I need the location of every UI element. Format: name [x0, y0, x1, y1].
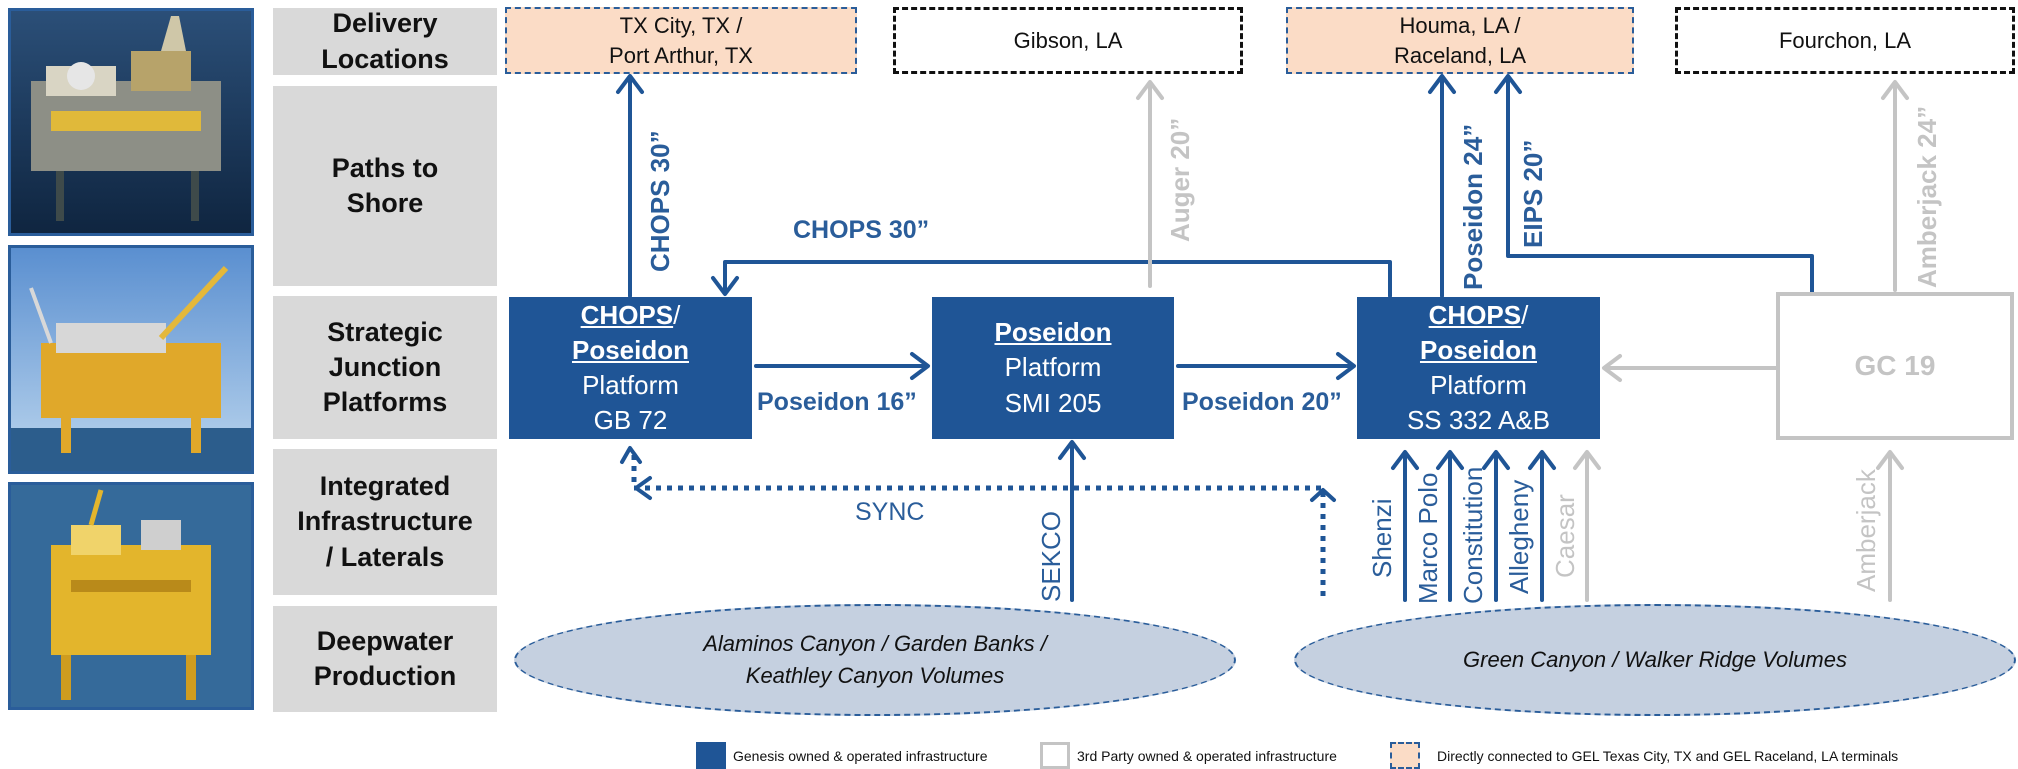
label-poseidon24: Poseidon 24”: [1458, 123, 1488, 290]
amberjack24-arrowhead: [1881, 80, 1909, 100]
row-label-paths: Paths to Shore: [273, 86, 497, 286]
marcopolo-arrowhead: [1436, 450, 1464, 470]
label-amberjack: Amberjack: [1851, 469, 1881, 592]
platform-smi205: Poseidon Platform SMI 205: [932, 297, 1174, 439]
platform-gb72: CHOPS/ Poseidon Platform GB 72: [509, 297, 752, 439]
location-fourchon: Fourchon, LA: [1675, 7, 2015, 74]
platform-type: Platform: [1004, 352, 1102, 383]
label-shenzi: Shenzi: [1367, 498, 1397, 579]
label-marcopolo: Marco Polo: [1413, 472, 1443, 605]
label-caesar: Caesar: [1550, 494, 1580, 578]
row-label-delivery: Delivery Locations: [273, 8, 497, 75]
platform-type: Platform: [582, 370, 679, 400]
gc19-to-ss332-arrowhead: [1602, 354, 1622, 382]
platform-block: GB 72: [593, 405, 668, 436]
chops30-link-line: [723, 260, 1392, 298]
platform-photo-2: [8, 245, 254, 474]
amberjack-arrowhead: [1876, 450, 1904, 470]
chops30-up-arrowhead: [616, 74, 644, 94]
sync-arrowhead-right: [1310, 488, 1336, 502]
offshore-platform-image: [11, 248, 251, 471]
offshore-platform-image: [11, 11, 251, 233]
legend-third: 3rd Party owned & operated infrastructur…: [1077, 748, 1337, 764]
poseidon20-arrowhead: [1336, 352, 1356, 380]
eips20-line: [1506, 76, 1814, 298]
platform-block: SMI 205: [1004, 387, 1102, 418]
location-txcity: TX City, TX / Port Arthur, TX: [505, 7, 857, 74]
row-label-junction: Strategic Junction Platforms: [273, 296, 497, 439]
chops30-link-arrowhead: [711, 276, 739, 296]
production-west: Alaminos Canyon / Garden Banks / Keathle…: [514, 604, 1236, 716]
poseidon16-arrowhead: [910, 352, 930, 380]
legend-swatch-third: [1040, 742, 1070, 769]
row-label-laterals: Integrated Infrastructure / Laterals: [273, 449, 497, 595]
poseidon24-arrowhead: [1428, 74, 1456, 94]
allegheny-arrowhead: [1528, 450, 1556, 470]
row-label-production: Deepwater Production: [273, 606, 497, 712]
label-sync: SYNC: [855, 498, 925, 526]
sync-line: [631, 452, 1326, 596]
label-auger20: Auger 20”: [1165, 117, 1195, 242]
platform-photo-1: [8, 8, 254, 236]
label-chops30-link: CHOPS 30”: [793, 216, 930, 244]
caesar-arrowhead: [1573, 450, 1601, 470]
constitution-arrowhead: [1482, 450, 1510, 470]
label-chops30-up: CHOPS 30”: [645, 130, 675, 272]
sync-arrowhead-up: [620, 446, 642, 464]
legend-swatch-genesis: [696, 742, 726, 769]
label-amberjack24: Amberjack 24”: [1912, 105, 1942, 288]
legend-swatch-direct: [1390, 742, 1420, 769]
platform-name: Poseidon: [994, 317, 1112, 348]
platform-name: CHOPS: [580, 299, 674, 330]
auger20-arrowhead: [1136, 80, 1164, 100]
eips20-arrowhead: [1494, 74, 1522, 94]
platform-photo-3: [8, 482, 254, 710]
label-allegheny: Allegheny: [1504, 479, 1534, 594]
production-east: Green Canyon / Walker Ridge Volumes: [1294, 604, 2016, 716]
platform-name: GC 19: [1854, 350, 1936, 382]
platform-ss332: CHOPS/ Poseidon Platform SS 332 A&B: [1357, 297, 1600, 439]
sekco-arrowhead: [1058, 440, 1086, 460]
sync-arrowhead-left: [634, 476, 652, 500]
label-poseidon20: Poseidon 20”: [1182, 388, 1342, 416]
shenzi-arrowhead: [1391, 450, 1419, 470]
platform-separator: /: [1521, 299, 1529, 330]
platform-block: SS 332 A&B: [1406, 405, 1551, 436]
platform-name: Poseidon: [571, 334, 689, 365]
platform-name: CHOPS: [1428, 299, 1522, 330]
label-poseidon16: Poseidon 16”: [757, 388, 917, 416]
platform-separator: /: [673, 299, 681, 330]
legend-genesis: Genesis owned & operated infrastructure: [733, 748, 988, 764]
location-houma: Houma, LA / Raceland, LA: [1286, 7, 1634, 74]
location-gibson: Gibson, LA: [893, 7, 1243, 74]
platform-type: Platform: [1430, 370, 1527, 400]
platform-name: Poseidon: [1419, 334, 1537, 365]
label-constitution: Constitution: [1458, 466, 1488, 604]
platform-gc19: GC 19: [1776, 292, 2014, 440]
label-sekco: SEKCO: [1036, 510, 1066, 602]
label-eips20: EIPS 20”: [1518, 139, 1548, 248]
legend-direct: Directly connected to GEL Texas City, TX…: [1437, 748, 1899, 764]
offshore-platform-image: [11, 485, 251, 707]
